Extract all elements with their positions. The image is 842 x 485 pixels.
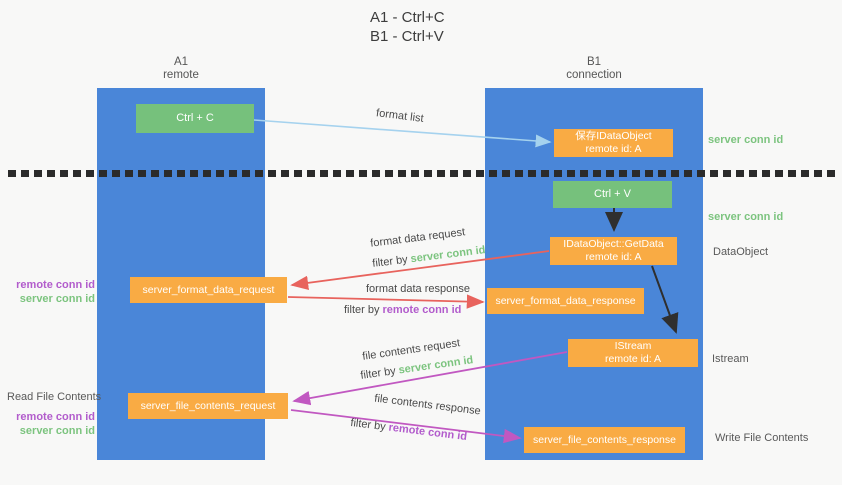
server-conn-id-text: server conn id [409,244,487,266]
node-save-idataobject-line2: remote id: A [585,143,642,155]
node-save-idataobject-line1: 保存IDataObject [575,130,652,142]
node-ctrl-c: Ctrl + C [136,104,254,133]
label-format-list: format list [375,107,425,125]
lane-b1-role: connection [566,69,622,81]
node-idataobject-getdata-line1: IDataObject::GetData [563,238,664,250]
label-format-data-response: format data response [366,283,470,295]
lane-header-a1: A1 remote [97,56,265,82]
lane-a1-name: A1 [173,56,189,68]
lane-header-b1: B1 connection [485,56,703,82]
node-server-file-contents-response: server_file_contents_response [524,427,685,453]
node-idataobject-getdata-line2: remote id: A [585,251,642,263]
filter-by-text: filter by [359,364,400,382]
node-ctrl-v-label: Ctrl + V [594,188,631,200]
node-ctrl-v: Ctrl + V [553,181,672,208]
label-remote-conn-id-2: remote conn id [16,411,95,423]
label-dataobject: DataObject [713,246,769,258]
node-ctrl-c-label: Ctrl + C [176,112,214,124]
node-server-format-data-request: server_format_data_request [130,277,287,303]
diagram-title: A1 - Ctrl+C B1 - Ctrl+V [370,8,445,46]
diagram-title-line1: A1 - Ctrl+C [370,9,445,26]
diagram-title-line2: B1 - Ctrl+V [370,28,444,45]
node-istream-line2: remote id: A [604,353,662,365]
label-file-contents-response-filter: filter by remote conn id [350,417,468,443]
session-separator-dotted-line [8,170,836,177]
label-format-data-response-filter: filter by remote conn id [344,304,461,316]
label-server-conn-id-mid: server conn id [708,211,784,223]
label-istream: Istream [712,353,749,365]
node-server-format-data-response: server_format_data_response [487,288,644,314]
remote-conn-id-text: remote conn id [387,421,468,444]
arrow-format-data-response [287,294,485,309]
node-server-format-data-request-label: server_format_data_request [142,283,275,296]
node-server-file-contents-request-label: server_file_contents_request [140,399,276,412]
node-save-idataobject: 保存IDataObject remote id: A [554,129,673,157]
node-idataobject-getdata: IDataObject::GetData remote id: A [550,237,677,265]
label-server-conn-id-left-1: server conn id [19,293,95,305]
label-server-conn-id-left-2: server conn id [19,425,95,437]
node-server-file-contents-request: server_file_contents_request [128,393,288,419]
label-file-contents-response: file contents response [373,392,482,418]
filter-by-text: filter by [371,253,412,270]
remote-conn-id-text: remote conn id [382,304,462,316]
lane-b1-name: B1 [586,56,602,68]
label-remote-conn-id-1: remote conn id [16,279,95,291]
filter-by-text: filter by [349,416,390,434]
label-format-data-request-filter: filter by server conn id [372,244,486,270]
node-istream-line1: IStream [614,340,652,352]
server-conn-id-text: server conn id [397,354,475,377]
label-format-data-request: format data request [369,226,466,250]
node-server-format-data-response-label: server_format_data_response [495,294,636,307]
label-server-conn-id-top: server conn id [708,134,784,146]
node-istream: IStream remote id: A [568,339,698,367]
label-read-file-contents: Read File Contents [7,391,102,403]
lane-a1-role: remote [163,69,199,81]
filter-by-text: filter by [344,304,383,316]
node-server-file-contents-response-label: server_file_contents_response [532,433,676,446]
label-write-file-contents: Write File Contents [715,432,809,444]
